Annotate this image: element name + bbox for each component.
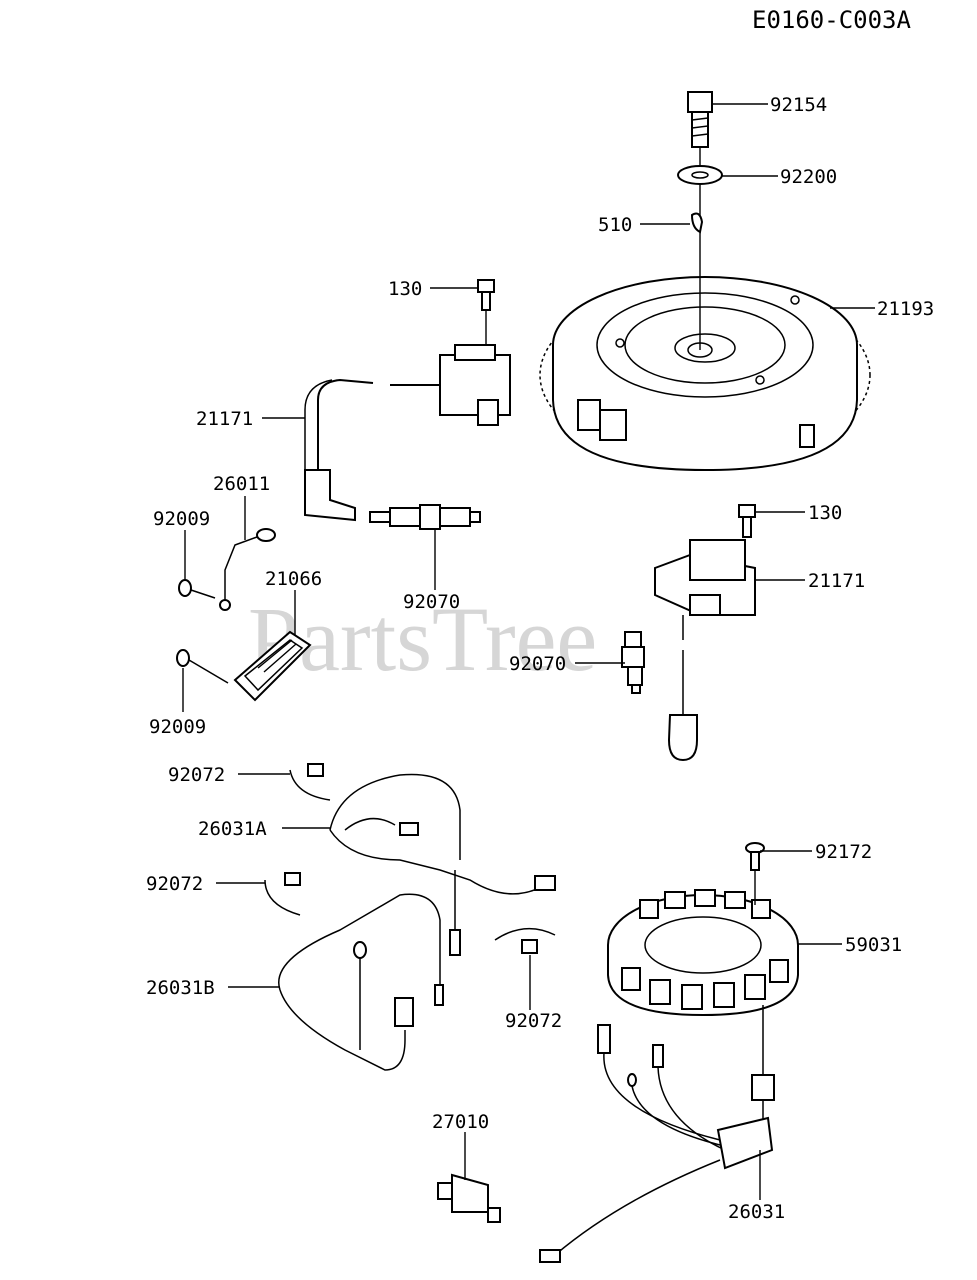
callout-27010[interactable]: 27010 [432, 1111, 489, 1133]
screw-130-right-part[interactable] [738, 504, 756, 538]
screw-92009-top-part[interactable] [178, 579, 216, 599]
screw-130-top-part[interactable] [477, 279, 495, 345]
wire-harness-26031A-part[interactable] [329, 773, 556, 956]
callout-labels: 92154 92200 510 130 21193 21171 26011 92… [146, 94, 934, 1223]
callout-92072-top[interactable]: 92072 [168, 764, 225, 786]
callout-130-top[interactable]: 130 [388, 278, 422, 300]
tie-92072-middle-part[interactable] [264, 872, 301, 916]
callout-92072-middle[interactable]: 92072 [146, 873, 203, 895]
washer-92200-part[interactable] [677, 165, 723, 185]
callout-21193[interactable]: 21193 [877, 298, 934, 320]
callout-92172[interactable]: 92172 [815, 841, 872, 863]
callout-21066[interactable]: 21066 [265, 568, 322, 590]
pressure-switch-27010-part[interactable] [437, 1173, 501, 1223]
wire-harness-26031B-part[interactable] [278, 893, 444, 1071]
tie-92072-top-part[interactable] [289, 763, 331, 801]
stator-59031-part[interactable] [607, 889, 799, 1101]
callout-92070-right[interactable]: 92070 [509, 653, 566, 675]
bolt-92154-part[interactable] [687, 91, 713, 148]
ground-lead-26011-part[interactable] [219, 528, 276, 611]
flywheel-part[interactable] [539, 276, 871, 472]
diagram-code: E0160-C003A [752, 6, 911, 34]
ignition-coil-right-part[interactable] [654, 539, 756, 762]
callout-92200[interactable]: 92200 [780, 166, 837, 188]
callout-21171-top[interactable]: 21171 [196, 408, 253, 430]
callout-26011[interactable]: 26011 [213, 473, 270, 495]
callout-130-right[interactable]: 130 [808, 502, 842, 524]
callout-92009-top[interactable]: 92009 [153, 508, 210, 530]
spark-plug-92070-top-part[interactable] [369, 504, 481, 530]
spark-plug-92070-right-part[interactable] [621, 631, 645, 694]
regulator-21066-part[interactable] [233, 630, 312, 702]
leader-lines [182, 103, 875, 1200]
key-510-part[interactable] [690, 212, 704, 234]
callout-26031A[interactable]: 26031A [198, 818, 267, 840]
screw-92009-bottom-part[interactable] [176, 649, 229, 684]
ignition-coil-top-part[interactable] [304, 344, 511, 522]
callout-26031[interactable]: 26031 [728, 1201, 785, 1223]
callout-510[interactable]: 510 [598, 214, 632, 236]
callout-92070-top[interactable]: 92070 [403, 591, 460, 613]
wire-harness-26031-part[interactable] [539, 1024, 774, 1263]
callout-92154[interactable]: 92154 [770, 94, 827, 116]
callout-21171-right[interactable]: 21171 [808, 570, 865, 592]
screw-92172-part[interactable] [745, 842, 765, 905]
callout-92072-bottom[interactable]: 92072 [505, 1010, 562, 1032]
watermark: PartsTree [248, 588, 597, 690]
callout-26031B[interactable]: 26031B [146, 977, 215, 999]
tie-92072-bottom-part[interactable] [494, 927, 556, 954]
callout-59031[interactable]: 59031 [845, 934, 902, 956]
callout-92009-bottom[interactable]: 92009 [149, 716, 206, 738]
